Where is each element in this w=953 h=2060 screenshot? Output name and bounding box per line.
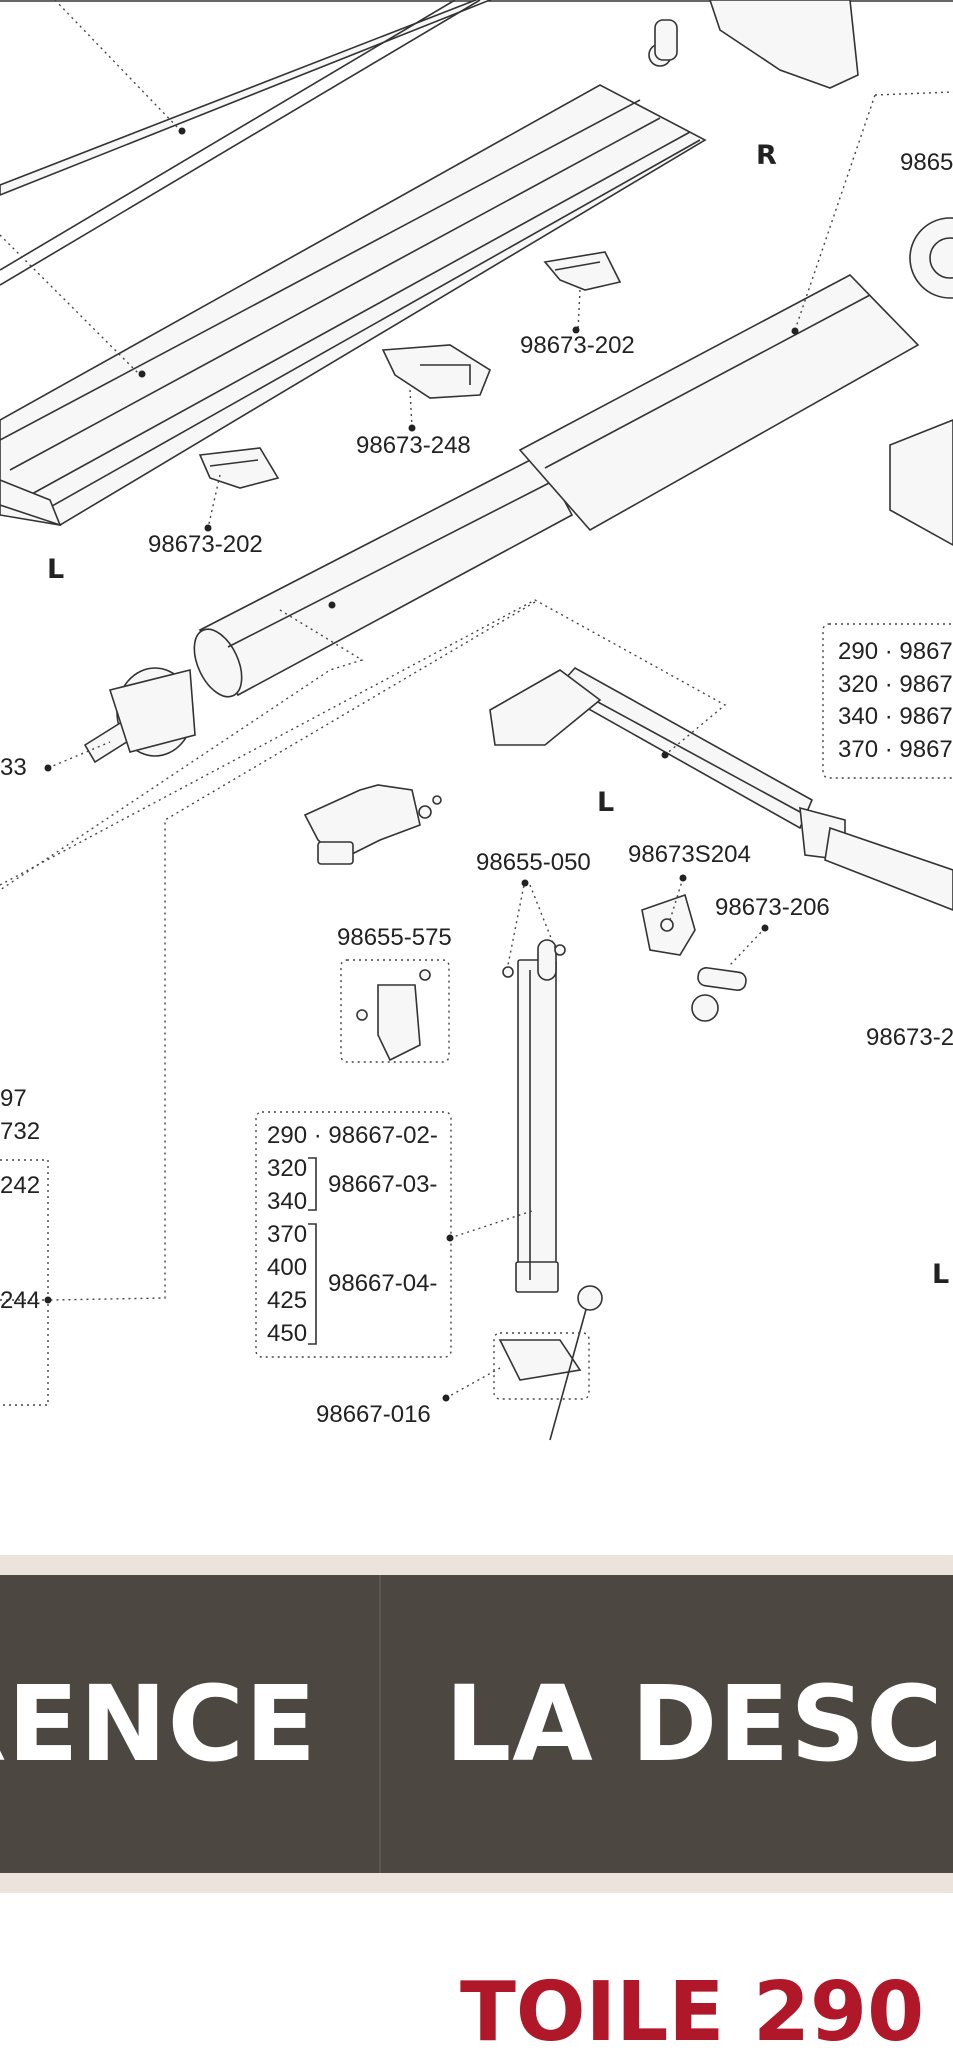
pin-part <box>691 966 747 1022</box>
part-label: 98655-575 <box>337 924 452 951</box>
leader-lines <box>0 0 953 1406</box>
svg-text:370: 370 <box>267 1221 307 1248</box>
table-header-row: RENCE LA DESCRI <box>0 1575 953 1873</box>
part-label: 244 <box>0 1287 40 1314</box>
column-divider <box>379 1575 381 1873</box>
reference-column-header: RENCE <box>0 1663 317 1785</box>
bracket-part-top <box>648 0 859 89</box>
leader-bullets <box>44 127 799 1402</box>
part-label: 98655-050 <box>476 849 591 876</box>
svg-text:400: 400 <box>267 1254 307 1281</box>
clip-part-middle <box>381 344 491 399</box>
arm-part <box>489 666 953 911</box>
svg-text:340: 340 <box>267 1188 307 1215</box>
hinge-part <box>356 969 431 1062</box>
side-marker-left: L <box>597 787 614 818</box>
part-label: 97 <box>0 1085 27 1112</box>
end-fitting-part-right <box>889 217 953 546</box>
roller-tube-part <box>193 274 920 698</box>
svg-text:290 · 98667-02-: 290 · 98667-02- <box>267 1122 438 1149</box>
exploded-parts-diagram: 98673-202 98673-248 98673-202 98655-050 … <box>0 0 953 1441</box>
part-label: 9865 <box>900 149 953 176</box>
end-cap-part <box>83 667 196 764</box>
size-table-right: 290 · 9867 320 · 9867 340 · 9867 370 · 9… <box>838 638 953 763</box>
bracket-hardware-part <box>303 784 442 865</box>
svg-text:425: 425 <box>267 1287 307 1314</box>
rail-profile-part <box>0 0 707 527</box>
pivot-bracket-part <box>641 893 696 956</box>
side-marker-left: L <box>47 554 64 585</box>
svg-text:450: 450 <box>267 1320 307 1347</box>
part-label: 98673S204 <box>628 841 751 868</box>
svg-text:290 · 9867: 290 · 9867 <box>838 638 953 665</box>
svg-text:98667-03-: 98667-03- <box>328 1171 437 1198</box>
support-leg-part <box>498 939 603 1441</box>
part-label: 98673-202 <box>148 531 263 558</box>
svg-text:370 · 9867: 370 · 9867 <box>838 736 953 763</box>
part-label: 98667-016 <box>316 1401 431 1428</box>
svg-text:340 · 9867: 340 · 9867 <box>838 703 953 730</box>
clip-part-lower <box>198 447 280 489</box>
part-label: 98673-202 <box>520 332 635 359</box>
part-label: 98673-2 <box>866 1024 953 1051</box>
part-label: 33 <box>0 754 27 781</box>
part-label: 242 <box>0 1172 40 1199</box>
product-title: TOILE 290 <box>460 1965 925 2060</box>
part-label: 98673-206 <box>715 894 830 921</box>
header-band-bottom <box>0 1873 953 1893</box>
part-label: 732 <box>0 1118 40 1145</box>
side-marker-left: L <box>932 1259 949 1290</box>
svg-text:98667-04-: 98667-04- <box>328 1270 437 1297</box>
part-label: 98673-248 <box>356 432 471 459</box>
size-table-left: 290 · 98667-02- 320 340 98667-03- 370 40… <box>267 1122 438 1347</box>
side-marker-right: R <box>756 140 777 171</box>
description-column-header: LA DESCRI <box>445 1663 953 1785</box>
svg-text:320 · 9867: 320 · 9867 <box>838 671 953 698</box>
clip-part-upper <box>543 251 622 291</box>
svg-text:320: 320 <box>267 1155 307 1182</box>
header-band-top <box>0 1555 953 1575</box>
